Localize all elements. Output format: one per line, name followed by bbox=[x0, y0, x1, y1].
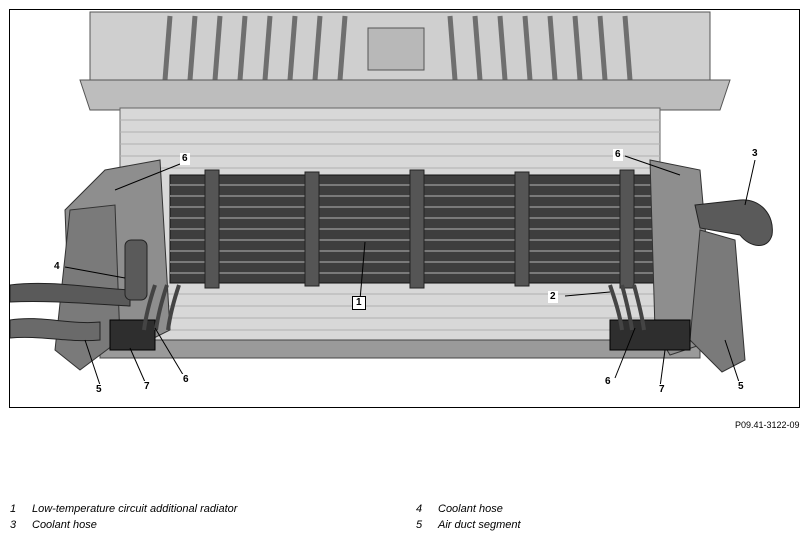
legend-number: 5 bbox=[416, 519, 423, 531]
legend-number: 3 bbox=[10, 519, 17, 531]
callout-4: 4 bbox=[52, 261, 62, 273]
callout-2: 2 bbox=[548, 291, 558, 303]
legend-label: Coolant hose bbox=[438, 503, 503, 515]
legend-number: 4 bbox=[416, 503, 423, 515]
callout-1: 1 bbox=[352, 296, 366, 310]
legend-number: 1 bbox=[10, 503, 17, 515]
legend-label: Air duct segment bbox=[438, 519, 521, 531]
callout-7-right: 7 bbox=[657, 384, 667, 396]
figure-reference-number: P09.41-3122-09 bbox=[735, 420, 800, 430]
callout-5-right: 5 bbox=[736, 381, 746, 393]
callout-7-left: 7 bbox=[142, 381, 152, 393]
callout-3: 3 bbox=[750, 148, 760, 160]
legend-label: Coolant hose bbox=[32, 519, 97, 531]
callout-6-bottom-left: 6 bbox=[181, 374, 191, 386]
radiator-illustration: 1 2 3 4 5 5 6 6 6 6 7 7 bbox=[9, 9, 800, 408]
callout-6-top-right: 6 bbox=[613, 149, 623, 161]
callout-6-bottom-right: 6 bbox=[603, 376, 613, 388]
callout-5-left: 5 bbox=[94, 384, 104, 396]
callout-6-top-left: 6 bbox=[180, 153, 190, 165]
radiator-drawing bbox=[10, 11, 773, 388]
legend-label: Low-temperature circuit additional radia… bbox=[32, 503, 238, 515]
